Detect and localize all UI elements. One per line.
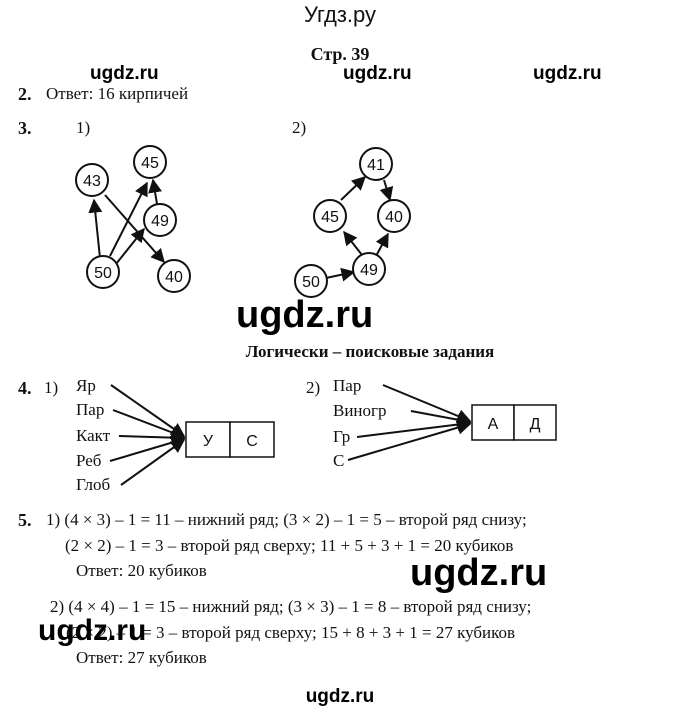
word: Глоб: [76, 475, 110, 494]
svg-text:43: 43: [83, 173, 101, 190]
task-3-number: 3.: [18, 118, 32, 138]
graph-2-node-49: 49: [352, 252, 386, 286]
svg-text:41: 41: [367, 157, 385, 174]
graph-2-node-45: 45: [313, 199, 347, 233]
svg-text:49: 49: [360, 262, 378, 279]
task-2-answer: Ответ: 16 кирпичей: [46, 84, 189, 103]
task-3-variant-2-label: 2): [292, 118, 307, 137]
word: Яр: [76, 376, 96, 395]
watermark: ugdz.ru: [533, 63, 602, 84]
task-2-number: 2.: [18, 84, 32, 104]
task-4-variant-2-label: 2): [306, 378, 321, 397]
watermark: ugdz.ru: [38, 614, 147, 647]
word: Реб: [76, 451, 101, 470]
task-4-variant-1-arrows: [109, 384, 186, 486]
graph-2-edges: [325, 176, 394, 282]
watermark: ugdz.ru: [343, 63, 412, 84]
task-5-answer: Ответ: 27 кубиков: [76, 648, 207, 667]
answer-letter: А: [488, 416, 499, 433]
graph-1-node-49: 49: [143, 203, 177, 237]
word: Какт: [76, 426, 111, 445]
svg-text:45: 45: [141, 155, 159, 172]
svg-text:50: 50: [302, 274, 320, 291]
site-header: Угдз.ру: [303, 2, 377, 27]
answer-box-1: [471, 404, 515, 441]
word: Пар: [333, 376, 361, 395]
task-4-variant-1-label: 1): [44, 378, 59, 397]
answer-letter: Д: [530, 416, 541, 433]
graph-1-edges: [88, 178, 165, 265]
answer-letter: У: [203, 433, 214, 450]
graph-1-node-45: 45: [133, 145, 167, 179]
task-5-line: (2 × 2) – 1 = 3 – второй ряд сверху; 15 …: [66, 623, 516, 642]
answer-box-2: [513, 404, 557, 441]
word: Гр: [333, 427, 350, 446]
answer-box-1: [185, 421, 231, 458]
task-4-variant-2-arrows: [347, 384, 472, 461]
graph-1-node-40: 40: [157, 259, 191, 293]
graph-2-node-41: 41: [359, 147, 393, 181]
watermark: ugdz.ru: [410, 552, 548, 594]
svg-text:50: 50: [94, 265, 112, 282]
word: Пар: [76, 400, 104, 419]
graph-1-node-43: 43: [75, 163, 109, 197]
svg-text:40: 40: [165, 269, 183, 286]
section-title: Логически – поисковые задания: [245, 342, 495, 361]
answer-letter: С: [246, 433, 258, 450]
task-5-line: 2) (4 × 4) – 1 = 15 – нижний ряд; (3 × 3…: [50, 597, 532, 616]
graph-2-node-50: 50: [294, 264, 328, 298]
graph-2-node-40: 40: [377, 199, 411, 233]
svg-text:49: 49: [151, 213, 169, 230]
watermark: ugdz.ru: [90, 63, 159, 84]
word: Виногр: [333, 401, 387, 420]
page-number: Стр. 39: [310, 44, 370, 64]
answer-box-2: [229, 421, 275, 458]
watermark: ugdz.ru: [236, 294, 374, 336]
task-5-answer: Ответ: 20 кубиков: [76, 561, 207, 580]
svg-text:45: 45: [321, 209, 339, 226]
graph-1-node-50: 50: [86, 255, 120, 289]
task-4-number: 4.: [18, 378, 32, 398]
task-5-line: (2 × 2) – 1 = 3 – второй ряд сверху; 11 …: [65, 536, 514, 555]
word: С: [333, 451, 344, 470]
task-5-line: 1) (4 × 3) – 1 = 11 – нижний ряд; (3 × 2…: [46, 510, 527, 529]
task-5-number: 5.: [18, 510, 32, 530]
task-3-variant-1-label: 1): [76, 118, 91, 137]
watermark: ugdz.ru: [305, 686, 375, 707]
svg-text:40: 40: [385, 209, 403, 226]
